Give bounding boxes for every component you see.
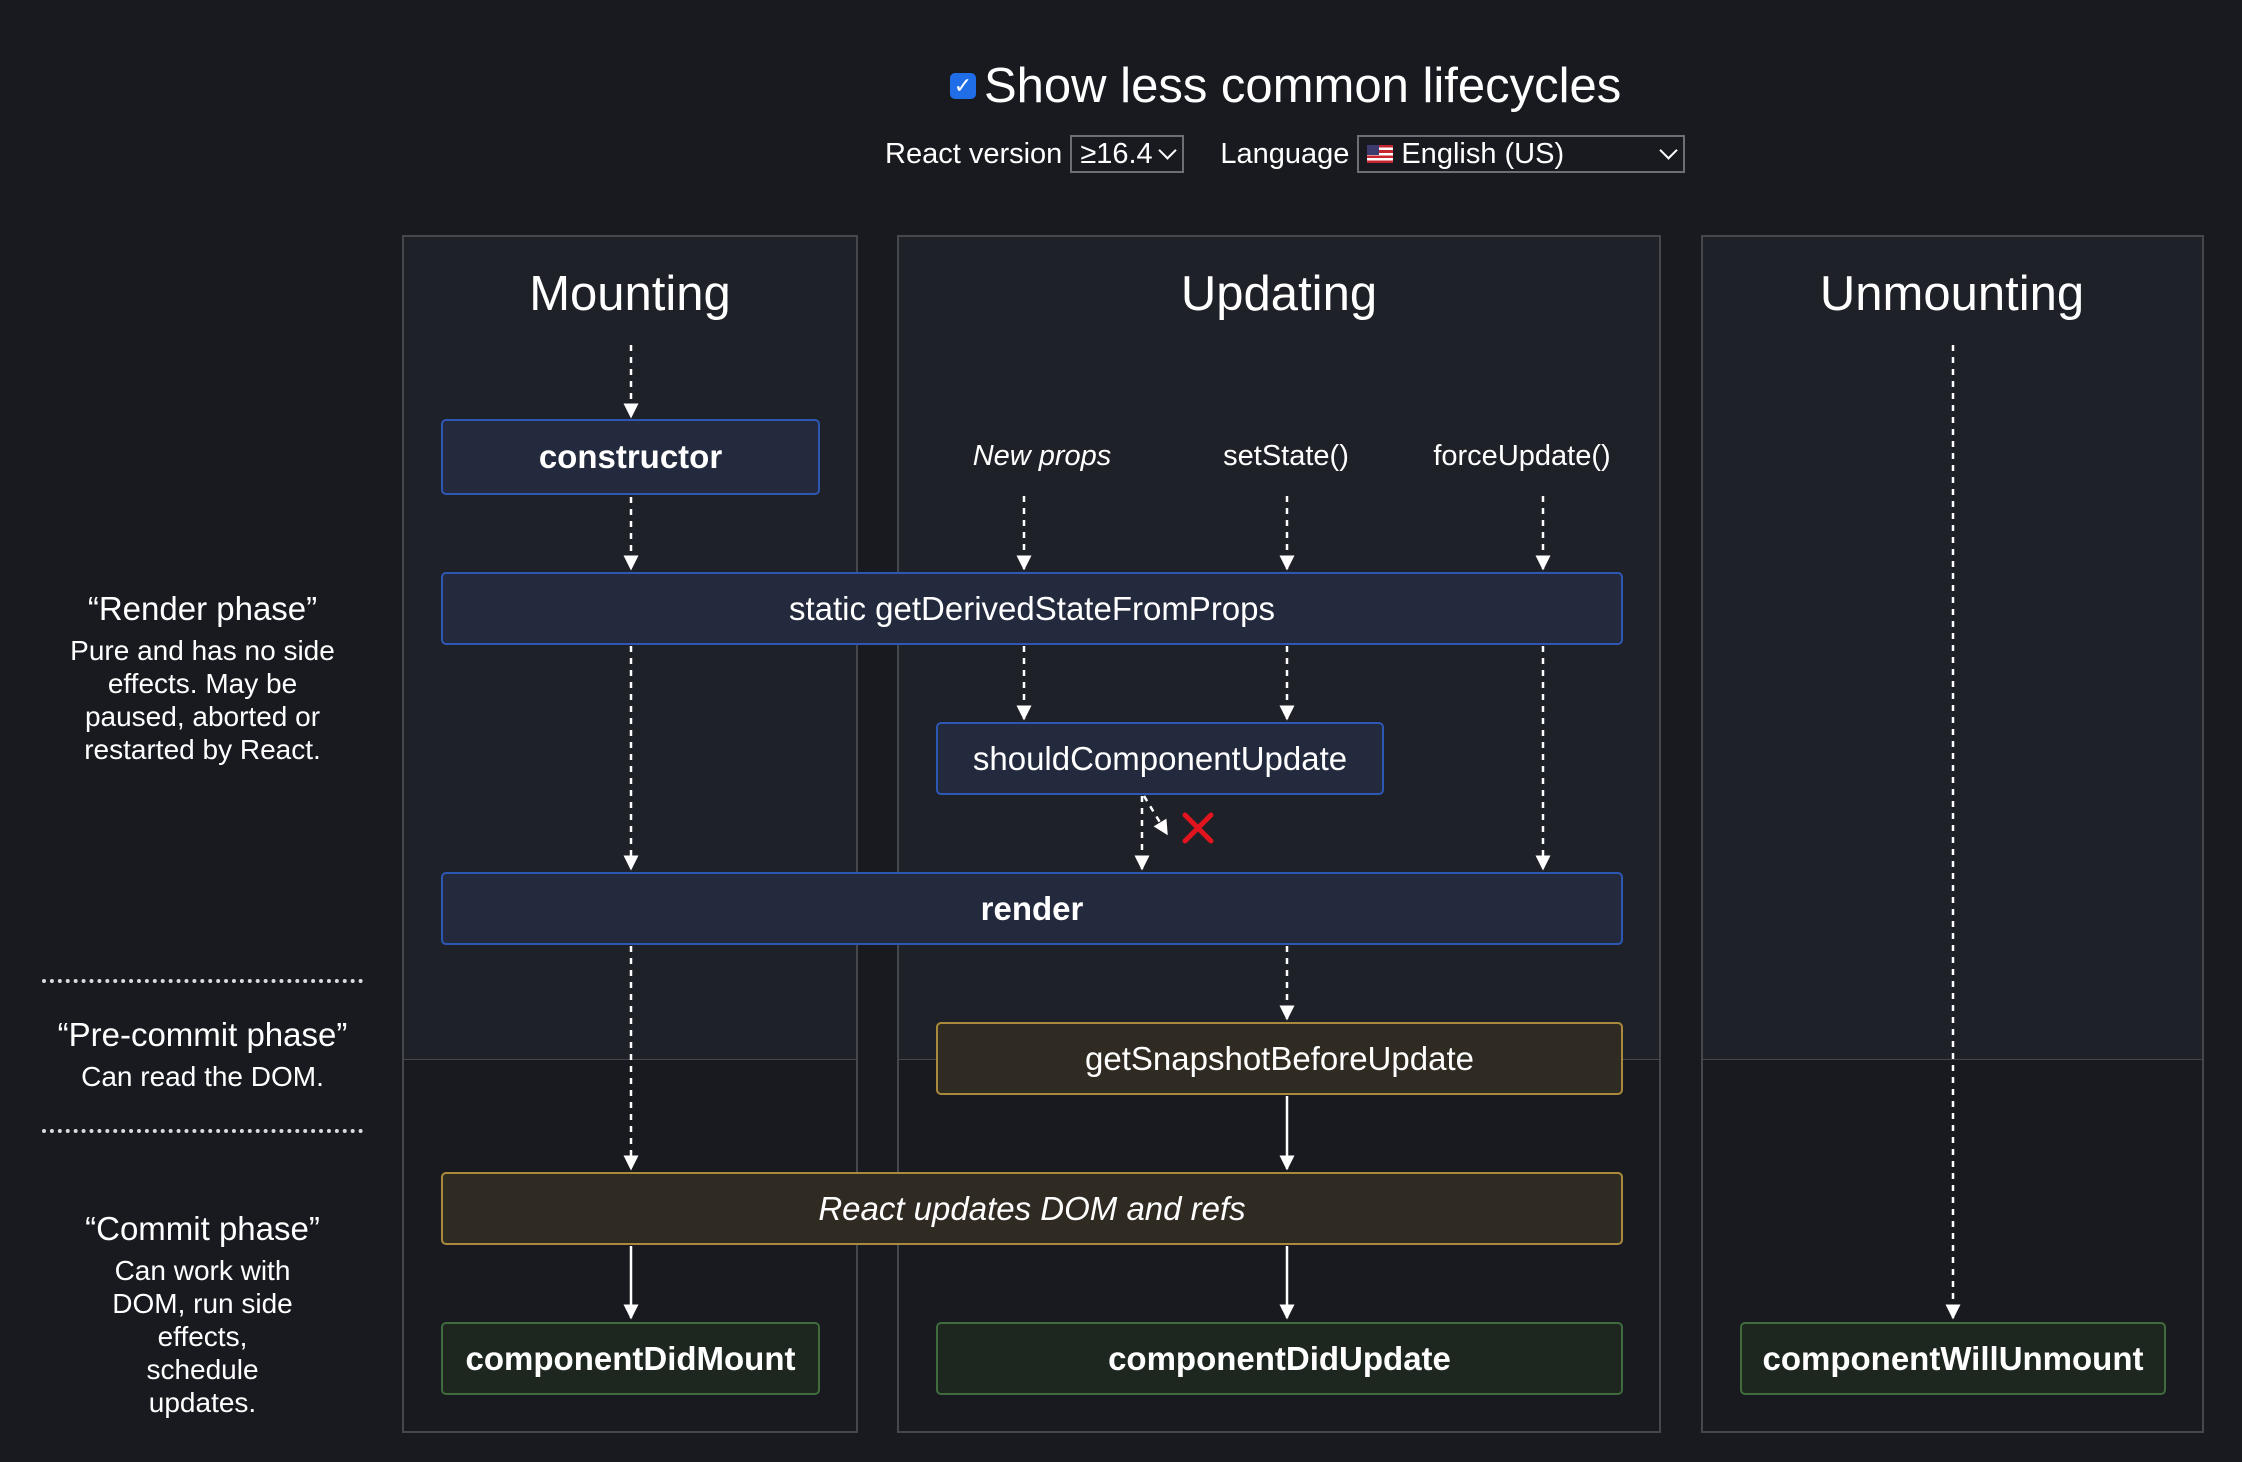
pre-commit-phase-description: Can read the DOM.	[81, 1061, 324, 1092]
should-component-update-box[interactable]: shouldComponentUpdate	[936, 722, 1384, 795]
commit-phase-title: “Commit phase”	[85, 1210, 320, 1247]
component-did-mount-box[interactable]: componentDidMount	[441, 1322, 820, 1395]
show-less-common-checkbox[interactable]: ✓	[950, 73, 976, 99]
phase-separator	[42, 979, 363, 983]
get-derived-state-from-props-box[interactable]: static getDerivedStateFromProps	[441, 572, 1623, 645]
unmounting-title: Unmounting	[1819, 267, 2085, 321]
show-less-common-label[interactable]: Show less common lifecycles	[984, 59, 1622, 113]
react-version-select[interactable]: ≥16.4	[1070, 135, 1185, 173]
version-language-controls: React version ≥16.4 Language English (US…	[885, 133, 1686, 175]
set-state-trigger: setState()	[1223, 440, 1349, 472]
updating-title: Updating	[1180, 267, 1378, 321]
language-label: Language	[1220, 137, 1350, 170]
language-select[interactable]: English (US)	[1357, 135, 1686, 173]
component-will-unmount-box[interactable]: componentWillUnmount	[1740, 1322, 2166, 1395]
show-less-common-toggle[interactable]: ✓ Show less common lifecycles	[950, 55, 1621, 117]
us-flag-icon	[1367, 145, 1394, 163]
get-snapshot-before-update-box[interactable]: getSnapshotBeforeUpdate	[936, 1022, 1623, 1095]
commit-phase-description: Can work with DOM, run side effects, sch…	[112, 1255, 293, 1418]
constructor-box[interactable]: constructor	[441, 419, 820, 495]
mounting-title: Mounting	[529, 267, 731, 321]
component-did-update-box[interactable]: componentDidUpdate	[936, 1322, 1623, 1395]
react-updates-dom-box: React updates DOM and refs	[441, 1172, 1623, 1245]
language-value: English (US)	[1401, 137, 1565, 170]
force-update-trigger: forceUpdate()	[1433, 440, 1611, 472]
commit-phase-label: “Commit phase” Can work with DOM, run si…	[40, 1210, 365, 1419]
render-box[interactable]: render	[441, 872, 1623, 945]
react-version-value: ≥16.4	[1080, 137, 1153, 170]
render-phase-description: Pure and has no side effects. May be pau…	[70, 635, 335, 765]
render-phase-label: “Render phase” Pure and has no side effe…	[40, 590, 365, 766]
pre-commit-phase-title: “Pre-commit phase”	[57, 1016, 348, 1053]
arrow-scu-false	[1142, 795, 1169, 836]
phase-separator	[42, 1129, 363, 1133]
skip-x-icon	[1182, 812, 1214, 844]
new-props-trigger: New props	[972, 440, 1112, 472]
pre-commit-phase-label: “Pre-commit phase” Can read the DOM.	[40, 1016, 365, 1093]
react-version-label: React version	[885, 137, 1063, 170]
render-phase-title: “Render phase”	[87, 590, 318, 627]
